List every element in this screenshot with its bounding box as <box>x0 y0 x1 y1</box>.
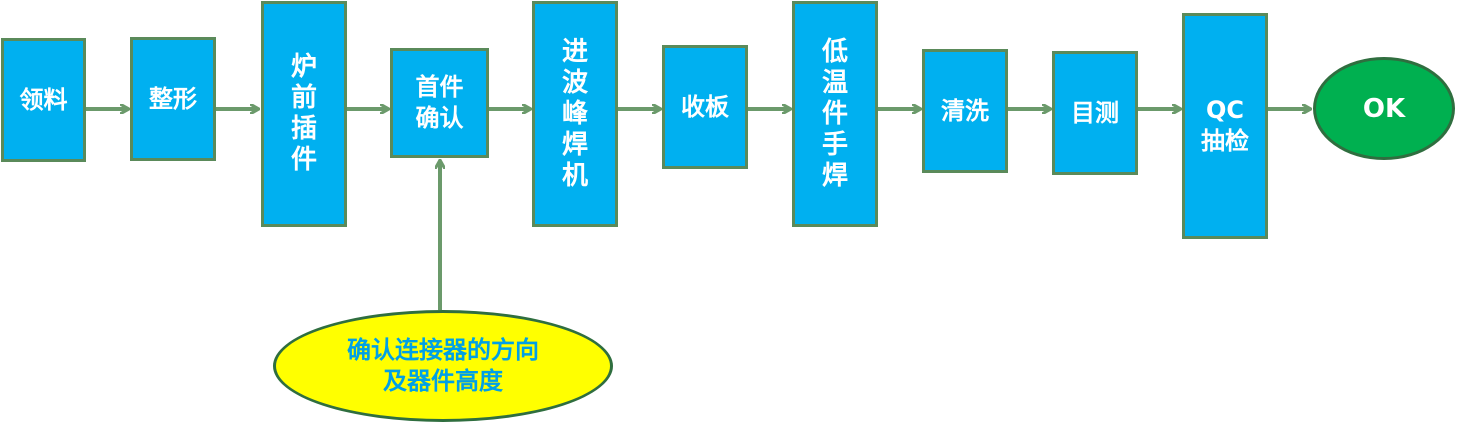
step-label: 低温件手焊 <box>821 36 848 191</box>
step-lingliao: 领料 <box>1 38 86 162</box>
step-label: 目测 <box>1071 98 1119 127</box>
step-label: 首件确认 <box>415 73 464 132</box>
step-mujian: 目测 <box>1052 51 1138 175</box>
end-ok: OK <box>1313 57 1455 160</box>
note-label: 确认连接器的方向及器件高度 <box>347 336 539 395</box>
step-shouban: 收板 <box>662 45 748 169</box>
end-label: OK <box>1362 93 1406 124</box>
step-jin-bofenghanji: 进波峰焊机 <box>532 1 618 227</box>
step-qingxi: 清洗 <box>922 49 1008 173</box>
step-qc-choujian: QC抽检 <box>1182 13 1268 239</box>
step-label: 收板 <box>681 92 729 121</box>
step-zhengxing: 整形 <box>130 37 216 161</box>
note-callout: 确认连接器的方向及器件高度 <box>273 310 613 422</box>
step-diwenjian-shouhan: 低温件手焊 <box>792 1 878 227</box>
step-label: 整形 <box>149 84 197 113</box>
step-label: 炉前插件 <box>290 52 317 175</box>
step-luqian-chajian: 炉前插件 <box>261 1 347 227</box>
step-label: 进波峰焊机 <box>561 36 588 191</box>
step-shoujian-queren: 首件确认 <box>390 48 489 158</box>
step-label: 清洗 <box>941 96 989 125</box>
step-label: QC抽检 <box>1201 96 1249 155</box>
step-label: 领料 <box>19 85 68 114</box>
